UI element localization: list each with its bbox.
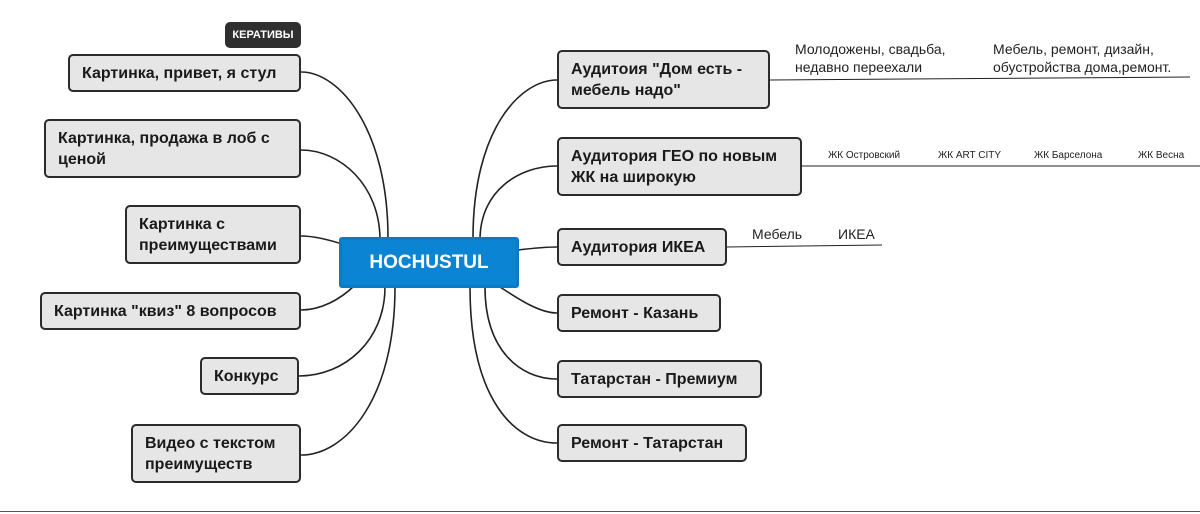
- right-node-1[interactable]: Аудитоия "Дом есть - мебель надо": [557, 50, 770, 109]
- left-node-6[interactable]: Видео с текстом преимуществ: [131, 424, 301, 483]
- link-left-6: [300, 286, 396, 456]
- link-right-6: [469, 286, 558, 444]
- link-right-2: [479, 165, 558, 241]
- note-line-ikea: [726, 244, 883, 248]
- link-left-2: [300, 149, 381, 241]
- link-left-4: [300, 284, 356, 311]
- link-right-3: [517, 246, 558, 251]
- note-geo-2: ЖК ART CITY: [938, 150, 1002, 161]
- right-node-4[interactable]: Ремонт - Казань: [557, 294, 721, 332]
- link-right-5: [484, 286, 558, 380]
- link-right-1: [472, 79, 558, 239]
- center-node[interactable]: HOCHUSTUL: [339, 237, 519, 288]
- note-line-home: [769, 76, 1191, 81]
- right-node-3[interactable]: Аудитория ИКЕА: [557, 228, 727, 266]
- right-node-2[interactable]: Аудитория ГЕО по новым ЖК на широкую: [557, 137, 802, 196]
- link-left-1: [300, 71, 389, 239]
- left-node-4[interactable]: Картинка "квиз" 8 вопросов: [40, 292, 301, 330]
- right-node-6[interactable]: Ремонт - Татарстан: [557, 424, 747, 462]
- note-ikea-2: ИКЕА: [838, 226, 875, 242]
- note-ikea-1: Мебель: [752, 226, 803, 242]
- note-home-1: Молодожены, свадьба, недавно переехали: [795, 41, 946, 75]
- note-geo-1: ЖК Островский: [828, 150, 901, 161]
- left-node-1[interactable]: Картинка, привет, я стул: [68, 54, 301, 92]
- link-right-4: [499, 286, 558, 314]
- creatives-tag: КЕРАТИВЫ: [225, 22, 301, 48]
- left-node-3[interactable]: Картинка с преимуществами: [125, 205, 301, 264]
- bottom-divider: [0, 511, 1200, 512]
- right-node-5[interactable]: Татарстан - Премиум: [557, 360, 762, 398]
- note-geo-3: ЖК Барселона: [1034, 150, 1103, 161]
- note-home-2: Мебель, ремонт, дизайн, обустройства дом…: [993, 41, 1172, 75]
- link-left-5: [298, 286, 386, 377]
- left-node-2[interactable]: Картинка, продажа в лоб с ценой: [44, 119, 301, 178]
- left-node-5[interactable]: Конкурс: [200, 357, 299, 395]
- note-geo-4: ЖК Весна: [1138, 150, 1185, 161]
